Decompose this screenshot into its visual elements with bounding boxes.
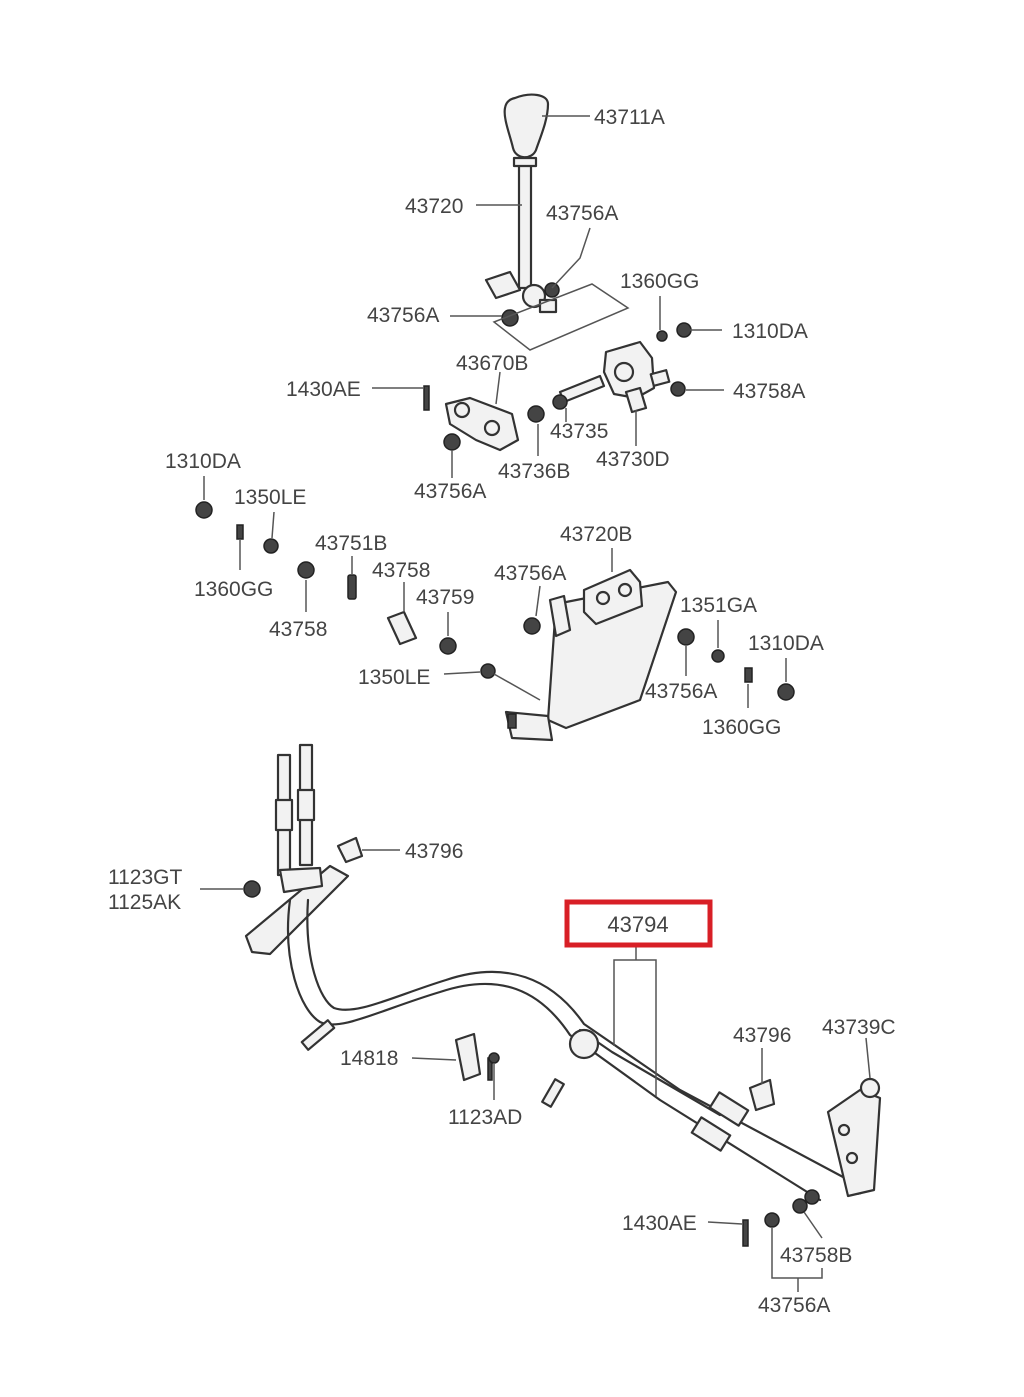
- part-labels: 43711A 43720 43756A 1360GG 43756A 1310DA…: [108, 106, 896, 1317]
- part-label: 43796: [405, 840, 463, 863]
- part-label: 1430AE: [622, 1212, 697, 1235]
- part-label: 1360GG: [702, 716, 781, 739]
- part-label: 1310DA: [165, 450, 241, 473]
- part-label: 1310DA: [748, 632, 824, 655]
- part-label: 1351GA: [680, 594, 757, 617]
- part-label: 1360GG: [194, 578, 273, 601]
- part-label: 43756A: [645, 680, 717, 703]
- part-label: 14818: [340, 1047, 398, 1070]
- part-label: 43756A: [367, 304, 439, 327]
- cable-mounting-bracket: [243, 836, 364, 956]
- highlight-label: 43794: [607, 912, 668, 937]
- part-label: 1125AK: [108, 891, 181, 914]
- select-lever-bracket: [504, 568, 678, 742]
- part-label: 43720: [405, 195, 463, 218]
- part-label: 43759: [416, 586, 474, 609]
- lever-pivot-parts: [484, 270, 560, 327]
- shift-knob: [503, 93, 550, 159]
- part-label: 43711A: [594, 106, 665, 129]
- highlight-part-43794[interactable]: 43794: [564, 899, 713, 948]
- part-label: 1350LE: [358, 666, 430, 689]
- bracket-43796-lower: [748, 1078, 776, 1112]
- right-bracket-assembly: [527, 322, 692, 423]
- part-label: 1310DA: [732, 320, 808, 343]
- part-label: 43796: [733, 1024, 791, 1047]
- part-label: 43758A: [733, 380, 805, 403]
- part-label: 43758: [269, 618, 327, 641]
- part-label: 43756A: [546, 202, 618, 225]
- part-label: 43670B: [456, 352, 528, 375]
- part-label: 1430AE: [286, 378, 361, 401]
- part-label: 43756A: [494, 562, 566, 585]
- part-label: 43758: [372, 559, 430, 582]
- lever-boot-plate: [492, 283, 630, 351]
- part-label: 43756A: [414, 480, 486, 503]
- part-label: 43756A: [758, 1294, 830, 1317]
- part-label: 1360GG: [620, 270, 699, 293]
- mounting-plate-43670b: [423, 385, 520, 452]
- part-label: 1123GT: [108, 866, 182, 889]
- part-label: 1123AD: [448, 1106, 522, 1129]
- shift-lever-rod: [512, 156, 538, 290]
- cable-clip-14818: [454, 1032, 500, 1082]
- part-label: 43739C: [822, 1016, 896, 1039]
- part-label: 43735: [550, 420, 608, 443]
- lower-fasteners: [742, 1198, 808, 1247]
- cable-end-rods: [274, 743, 316, 877]
- part-label: 43730D: [596, 448, 670, 471]
- part-label: 43720B: [560, 523, 632, 546]
- small-fasteners-right: [480, 628, 795, 701]
- part-label: 43758B: [780, 1244, 852, 1267]
- bracket-43739c: [826, 1077, 882, 1198]
- part-label: 43751B: [315, 532, 387, 555]
- part-label: 1350LE: [234, 486, 306, 509]
- small-fasteners-left: [195, 501, 457, 655]
- part-label: 43736B: [498, 460, 570, 483]
- leader-lines: [200, 115, 871, 1292]
